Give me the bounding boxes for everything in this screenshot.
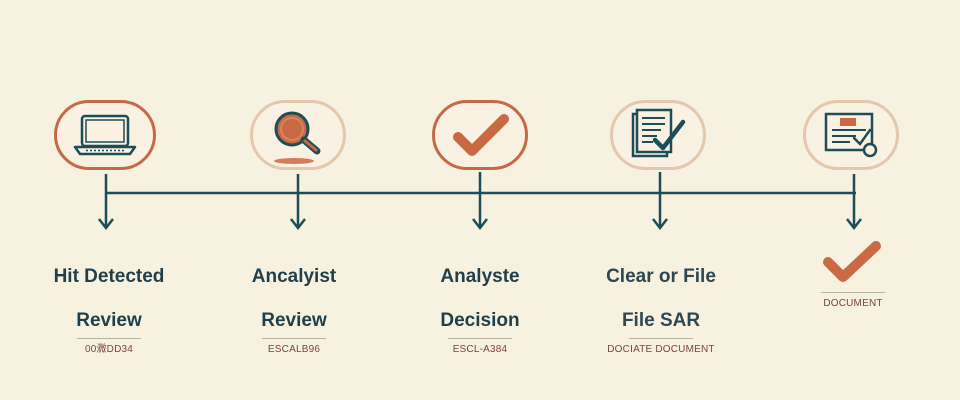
step-node-clear-or-file [610,100,706,170]
laptop-icon [72,113,138,157]
step-caption: ESCL-A384 [452,344,508,355]
step-title-line1: Hit Detected [53,266,165,287]
stem-arrow-2 [290,174,306,231]
step-node-analyst-decision [432,100,528,170]
step-title-line1: Clear or File [606,266,716,287]
step-caption: 00㵟DD34 [84,344,134,355]
divider [77,338,141,339]
divider [821,292,885,293]
step-title: Clear or File File SAR [576,244,746,332]
magnifier-icon [262,105,334,165]
step-title-line2: Decision [440,310,520,331]
step-label-hit-detected: Hit Detected Review 00㵟DD34 [24,244,194,356]
step-title-line2: Review [76,310,142,331]
step-label-clear-or-file: Clear or File File SAR DOCIATE DOCUMENT [576,244,746,356]
step-node-hit-detected [54,100,156,170]
step-title-line1: Analyste [440,266,520,287]
divider [629,338,693,339]
step-title: Ancalyist Review [209,244,379,332]
step-title: Hit Detected Review [24,244,194,332]
step-title-line2: File SAR [621,310,701,331]
stem-arrow-4 [652,172,668,231]
step-title: Analyste Decision [395,244,565,332]
document-check-icon [627,108,689,162]
divider [262,338,326,339]
stem-arrow-1 [98,174,114,231]
step-title-line1: Ancalyist [251,266,337,287]
form-icon [820,110,882,160]
final-checkmark-icon [823,241,881,282]
step-title-line2: Review [261,310,327,331]
step-label-analyst-review: Ancalyist Review ESCALB96 [209,244,379,356]
step-node-analyst-review [250,100,346,170]
divider [448,338,512,339]
step-caption: DOCUMENT [823,298,883,309]
stem-arrow-3 [472,172,488,231]
step-node-document [803,100,899,170]
step-caption: DOCIATE DOCUMENT [607,344,715,355]
step-label-document: DOCUMENT [768,286,938,310]
stem-arrow-5 [846,174,862,231]
step-caption: ESCALB96 [267,344,321,355]
step-label-analyst-decision: Analyste Decision ESCL-A384 [395,244,565,356]
checkmark-icon [448,111,512,159]
